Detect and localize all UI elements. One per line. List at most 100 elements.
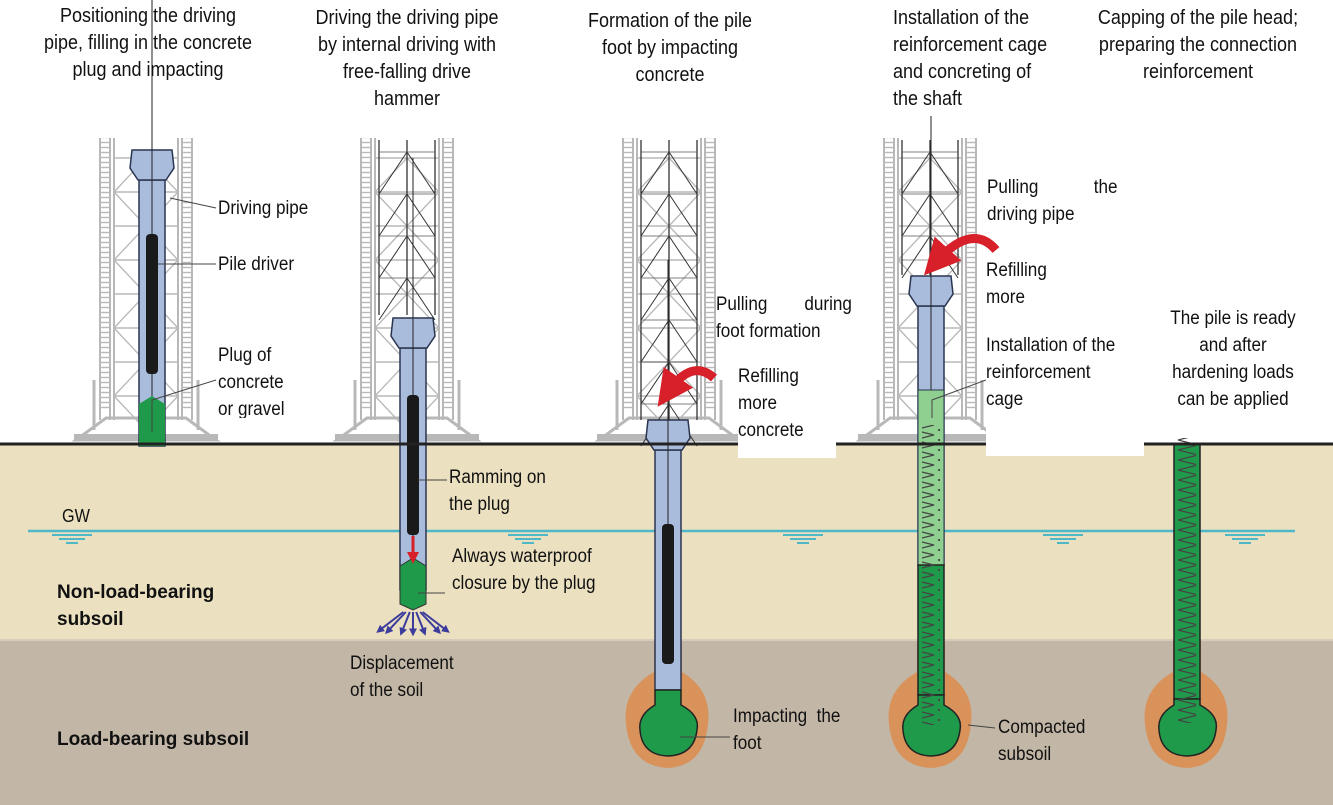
label-compacted-subsoil: Compacted subsoil [998,714,1085,768]
rig-diagonal [374,293,440,363]
label-word: the [1093,177,1118,198]
displacement-arrow [421,611,450,633]
pile-foot-concrete [1158,698,1218,757]
rig-ladder [182,138,192,410]
rig-ladder [623,138,633,410]
refill-arrow-icon [657,366,718,407]
leader-line [151,379,217,432]
label-line: more [986,287,1025,308]
rig-diagonal [374,157,440,227]
groundwater-symbol [52,534,92,544]
label-installation-cage: Installation of the reinforcement cage [986,332,1115,413]
title-line: Driving the driving pipe [315,7,499,29]
rig-ladder [361,138,371,410]
pile-foot-concrete [902,694,962,757]
label-line: Non-load-bearing [57,582,215,603]
displacement-arrow [399,611,411,636]
label-displacement: Displacement of the soil [350,650,454,704]
leader-line [967,724,996,729]
soil-displacement-arrows-icon [376,611,450,637]
title-line: hammer [373,88,441,110]
title-line: reinforcement cage [893,34,1048,56]
label-pile-ready: The pile is ready and after hardening lo… [1149,305,1316,413]
label-line: more [738,393,777,414]
step-3-title: Formation of the pile foot by impacting … [576,8,765,89]
rig-diagonal [636,157,702,227]
reinforcement-cage [1178,438,1196,723]
label-line: reinforcement [986,362,1091,383]
label-word: Pulling [716,294,768,315]
step-2-title: Driving the driving pipe by internal dri… [304,5,511,113]
label-line: closure by the plug [452,573,596,594]
rig-foot [1198,434,1333,440]
label-backdrop [986,330,1144,456]
label-plug: Plug of concrete or gravel [218,342,285,418]
label-word: during [804,294,852,315]
rig-ladder [705,138,715,410]
concrete-plug [399,557,427,611]
leader-line [169,197,217,209]
title-line: plug and impacting [72,59,224,81]
rig-ladder [966,138,976,410]
pile-foot-concrete [639,689,699,757]
title-line: Formation of the pile [587,10,753,32]
label-line: subsoil [57,609,124,630]
label-waterproof: Always waterproof closure by the plug [452,543,596,597]
rig-ladder [100,138,110,410]
rig-diagonal [374,225,440,295]
label-ramming: Ramming on the plug [449,464,546,518]
label-line: concrete [218,372,284,393]
label-line: Plug of [218,345,272,366]
label-line: driving pipe [987,204,1075,225]
title-line: pipe, filling in the concrete [43,32,253,54]
title-line: and concreting of [893,61,1032,83]
label-driving-pipe: Driving pipe [218,198,309,219]
label-word: Pulling [987,177,1039,198]
label-line: The pile is ready [1170,308,1296,329]
label-load-bearing-subsoil: Load-bearing subsoil [57,729,250,750]
label-line: and after [1199,335,1267,356]
label-line: Compacted [998,717,1086,738]
label-line: cage [986,389,1024,410]
label-line: Installation of the [986,335,1116,356]
label-groundwater: GW [62,506,90,526]
groundwater-symbol [783,534,823,544]
label-line: of the soil [350,680,424,701]
label-pulling-foot: Pulling during foot formation [716,291,852,345]
label-line: Displacement [350,653,454,674]
leader-line [931,379,987,418]
groundwater-symbols [52,534,1265,544]
title-line: preparing the connection [1098,34,1298,56]
label-line: foot [733,733,762,754]
rig-diagonal [113,225,179,295]
label-refilling-concrete: Refilling more concrete [738,363,804,444]
displacement-arrow [415,611,427,636]
title-line: foot by impacting [601,37,739,59]
displacement-arrow [385,611,407,635]
title-line: Capping of the pile head; [1097,7,1299,29]
label-impacting-foot: Impacting the foot [733,703,840,757]
step-5-title: Capping of the pile head; preparing the … [1092,5,1304,86]
displacement-arrow [376,611,405,633]
label-line: can be applied [1177,389,1289,410]
label-line: concrete [738,420,804,441]
title-line: free-falling drive [342,61,472,83]
title-line: Installation of the [893,7,1030,29]
title-line: by internal driving with [317,34,497,56]
label-line: or gravel [218,399,285,418]
label-line: Refilling [738,366,799,387]
label-line: the plug [449,494,510,515]
groundwater-symbol [1043,534,1083,544]
title-line: concrete [635,64,705,86]
pile-driver [662,524,674,664]
label-pile-driver: Pile driver [218,254,295,275]
label-line: Pulling during [716,291,852,318]
title-line: reinforcement [1142,61,1254,83]
title-line: the shaft [893,88,963,110]
reinforcement-cage [922,425,940,725]
displacement-arrow [419,611,441,635]
pile-driver [407,395,419,535]
label-pulling-pipe: Pulling the driving pipe [987,174,1118,228]
label-line: Always waterproof [452,546,592,567]
